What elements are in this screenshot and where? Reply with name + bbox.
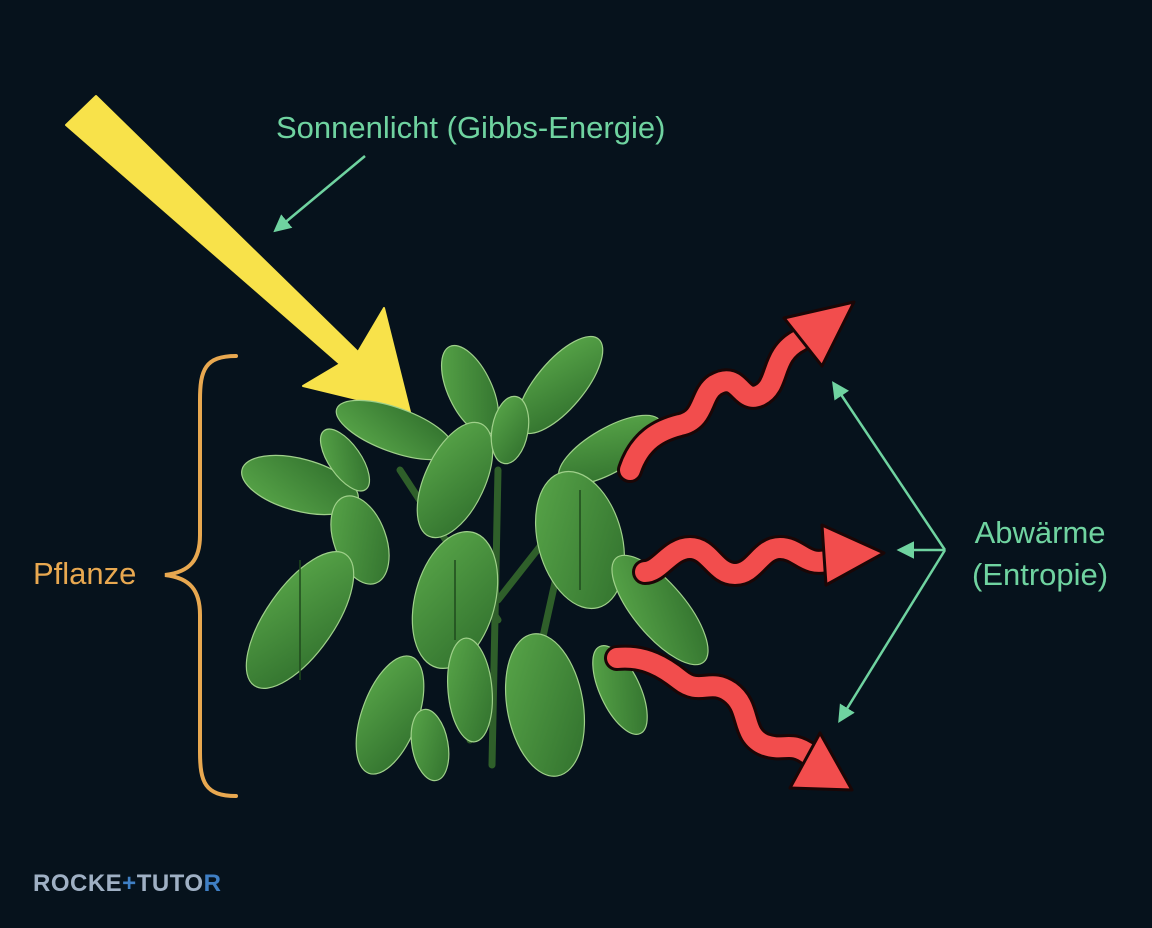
heat-label: Abwärme (Entropie) [972,512,1108,596]
brand-logo: ROCKE+TUTOR [33,870,221,898]
sunlight-arrow-icon [65,95,411,413]
heat-pointer-down-icon [838,549,947,723]
logo-part2: TUTO [136,870,204,897]
heat-pointer-arrows [832,381,947,723]
brace-icon [164,354,238,798]
heat-wave-arrow-bottom-icon [604,644,854,792]
sunlight-pointer-arrow-icon [273,155,366,233]
plant-label: Pflanze [33,556,137,591]
logo-end: R [203,870,222,897]
plant-illustration [241,335,709,782]
logo-plus: + [122,870,137,897]
heat-pointer-up-icon [832,381,947,551]
heat-label-line1: Abwärme [974,515,1106,550]
heat-label-line2: (Entropie) [972,557,1109,592]
heat-wave-arrow-middle-icon [632,523,886,588]
sunlight-label: Sonnenlicht (Gibbs-Energie) [276,110,666,145]
logo-part1: ROCKE [33,870,123,897]
heat-wave-arrows [604,300,886,792]
heat-wave-arrow-top-icon [617,300,856,483]
